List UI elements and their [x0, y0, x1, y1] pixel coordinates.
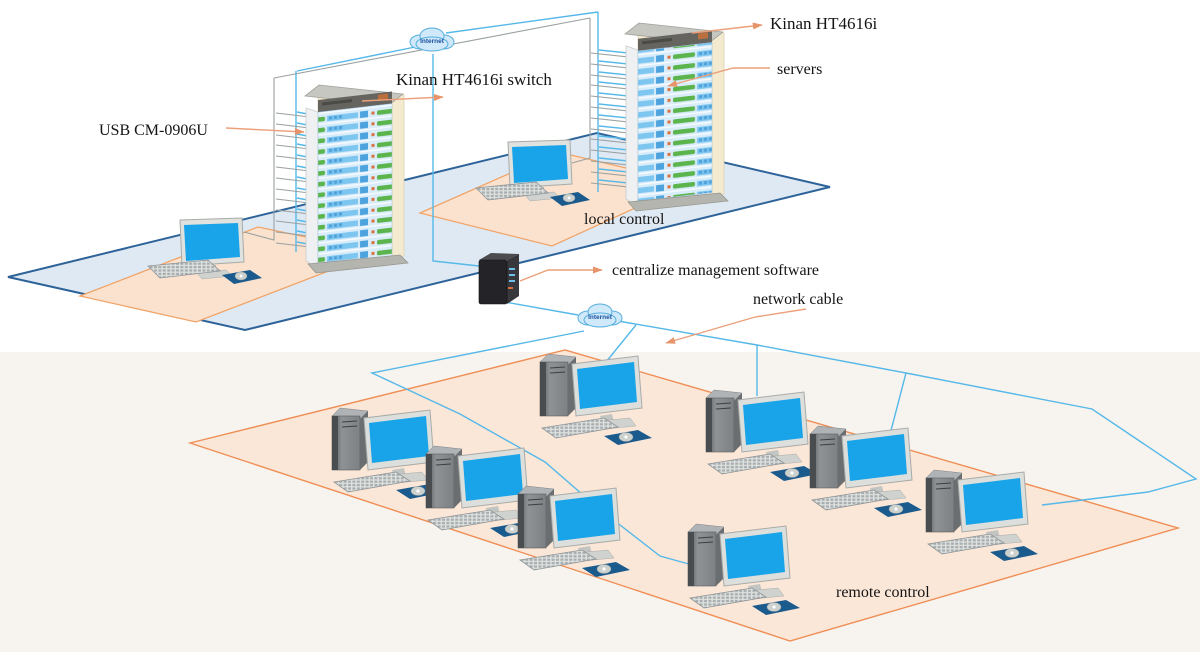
internet-cloud-1-label: Internet [420, 38, 445, 45]
pointer-switch [361, 93, 444, 102]
label-remote-control: remote control [836, 584, 930, 601]
label-management: centralize management software [612, 262, 819, 279]
network-cables-top [295, 11, 639, 316]
pointer-usb-module [225, 127, 305, 136]
label-kvm: Kinan HT4616i [770, 14, 877, 33]
internet-cloud-1: Internet [409, 27, 455, 52]
network-cables-remote [369, 320, 1198, 572]
pointer-lines [225, 22, 807, 344]
label-network-cable: network cable [753, 291, 843, 308]
internet-cloud-2-label: Internet [588, 314, 613, 321]
pointer-kvm [691, 22, 763, 34]
label-usb-module: USB CM-0906U [99, 122, 208, 139]
label-local-control: local control [584, 211, 665, 228]
label-switch: Kinan HT4616i switch [396, 70, 552, 89]
labels: USB CM-0906U Kinan HT4616i switch Kinan … [99, 14, 930, 601]
server-rack [623, 22, 729, 212]
pointer-network-cable [665, 308, 807, 344]
management-server-box [478, 253, 519, 305]
pointer-servers [667, 67, 770, 87]
kvm-switch-rack [303, 84, 409, 274]
label-servers: servers [777, 61, 822, 78]
pointer-management [519, 266, 603, 282]
remote-control-platform [187, 349, 1181, 642]
internet-cloud-2: Internet [577, 303, 623, 328]
